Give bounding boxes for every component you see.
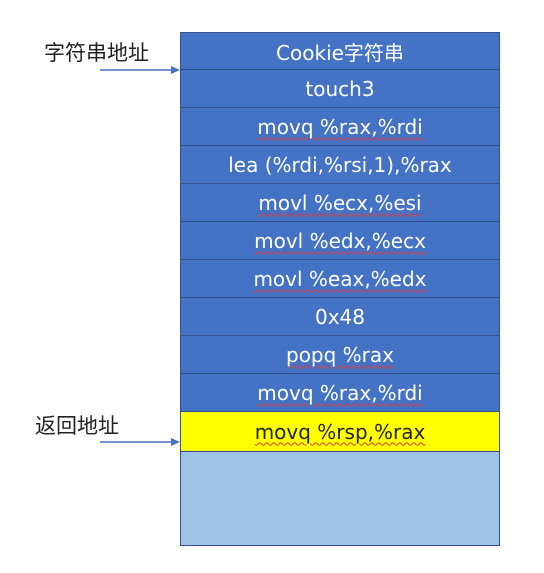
stack-cell-cookie-string: Cookie字符串 — [180, 32, 500, 70]
string-address-label: 字符串地址 — [44, 41, 149, 65]
stack-cell-touch3: touch3 — [180, 70, 500, 108]
stack-cell-label: movl %eax,%edx — [253, 266, 427, 291]
stack-cell-movq-rsp-rax: movq %rsp,%rax — [180, 412, 500, 452]
stack-cell-label: popq %rax — [286, 342, 394, 367]
stack-diagram: Cookie字符串 touch3 movq %rax,%rdi lea (%rd… — [180, 32, 500, 546]
stack-cell-movl-ecx-esi: movl %ecx,%esi — [180, 184, 500, 222]
stack-cell-lea: lea (%rdi,%rsi,1),%rax — [180, 146, 500, 184]
stack-cell-label: movl %edx,%ecx — [254, 228, 426, 253]
stack-cell-label: movq %rax,%rdi — [257, 114, 423, 139]
stack-cell-movq-rax-rdi: movq %rax,%rdi — [180, 108, 500, 146]
stack-cell-label: lea (%rdi,%rsi,1),%rax — [228, 152, 452, 177]
stack-cell-label: Cookie字符串 — [276, 40, 404, 65]
stack-cell-empty — [180, 452, 500, 546]
stack-cell-movq-rax-rdi-2: movq %rax,%rdi — [180, 374, 500, 412]
stack-cell-0x48: 0x48 — [180, 298, 500, 336]
stack-cell-movl-edx-ecx: movl %edx,%ecx — [180, 222, 500, 260]
stack-cell-label: movq %rsp,%rax — [254, 419, 426, 444]
stack-cell-label: movl %ecx,%esi — [258, 190, 422, 215]
stack-cell-movl-eax-edx: movl %eax,%edx — [180, 260, 500, 298]
stack-cell-label: movq %rax,%rdi — [257, 380, 423, 405]
stack-cell-label: touch3 — [305, 76, 375, 101]
return-address-arrow — [100, 438, 180, 446]
stack-cell-popq-rax: popq %rax — [180, 336, 500, 374]
string-address-arrow — [100, 66, 180, 74]
stack-cell-label: 0x48 — [314, 304, 365, 329]
return-address-label: 返回地址 — [35, 414, 119, 438]
